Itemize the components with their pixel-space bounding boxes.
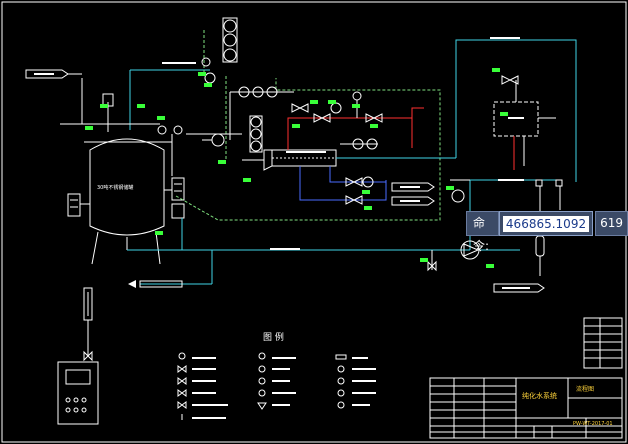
distiller-valve[interactable] <box>501 75 519 85</box>
sample-valve <box>201 57 211 67</box>
instrument-left-1 <box>67 193 90 217</box>
tag-label <box>420 258 428 262</box>
tag-label <box>352 104 360 108</box>
coordinate-y-field[interactable]: 619 <box>595 211 628 236</box>
steam-trap <box>330 102 342 114</box>
cooling-valve-1[interactable] <box>345 177 363 187</box>
tag-label <box>157 116 165 120</box>
tag-label <box>500 112 508 116</box>
inlet-arrow <box>25 69 82 79</box>
signal-loop <box>175 78 441 221</box>
cartridge-filter <box>535 235 545 257</box>
tag-label <box>100 104 108 108</box>
pressure-transmitter <box>204 72 216 84</box>
level-gauge-standalone <box>83 287 93 362</box>
outlet-arrow <box>493 283 545 293</box>
tag-label <box>243 178 251 182</box>
instrument-stack-top <box>222 17 238 63</box>
temperature-gauge-tank <box>173 125 183 135</box>
instrument-right-level <box>164 177 185 219</box>
command-input-overlay[interactable]: 命令: 466865.1092 619 <box>466 211 628 253</box>
tag-label <box>328 100 336 104</box>
tag-label <box>486 264 494 268</box>
tag-label <box>85 126 93 130</box>
tag-label <box>198 72 206 76</box>
tag-label <box>492 68 500 72</box>
legend: 图 例 <box>177 331 376 420</box>
drain-arrow <box>128 250 213 288</box>
steam-valve-2[interactable] <box>365 113 383 123</box>
revision-table <box>583 317 623 369</box>
flow-indicator <box>211 133 225 147</box>
legend-column-3 <box>335 354 376 409</box>
tag-label <box>310 100 318 104</box>
steam-valve-1[interactable] <box>313 113 331 123</box>
instrument-bank-right <box>340 138 378 150</box>
tag-label <box>218 160 226 164</box>
coordinate-x-field[interactable]: 466865.1092 <box>498 211 594 236</box>
cooling-water-return <box>329 166 386 183</box>
legend-column-1 <box>177 352 228 420</box>
cooling-water-line <box>299 166 387 201</box>
tag-label <box>137 104 145 108</box>
tank-label: 30吨不锈钢储罐 <box>97 184 133 191</box>
legend-title: 图 例 <box>263 331 284 343</box>
steam-gauge <box>352 91 362 101</box>
tag-label <box>370 124 378 128</box>
tag-label <box>446 186 454 190</box>
instrument-stack-exchanger <box>249 115 263 153</box>
tag-label <box>362 190 370 194</box>
tag-label <box>292 124 300 128</box>
cooling-out-arrow <box>391 182 435 192</box>
tag-label <box>155 231 163 235</box>
instrument-group-middle <box>229 86 294 140</box>
storage-tank[interactable]: 30吨不锈钢储罐 <box>84 138 172 265</box>
title-block-code: PW-WT-2017-01 <box>573 421 613 427</box>
control-cabinet[interactable] <box>57 361 99 425</box>
steam-valve-3[interactable] <box>291 103 309 113</box>
tag-label <box>364 206 372 210</box>
command-label: 命令: <box>466 211 499 253</box>
coordinate-x-value: 466865.1092 <box>502 215 590 232</box>
title-block-drawing-name: 流程图 <box>576 385 594 393</box>
pressure-gauge-tank <box>157 125 167 135</box>
cooling-valve-2[interactable] <box>345 195 363 205</box>
cooling-pump <box>362 176 374 188</box>
pump-drain-valve[interactable] <box>427 260 437 272</box>
title-block-system-name: 纯化水系统 <box>522 391 557 400</box>
pipe-right-loop <box>455 39 577 182</box>
cooling-in-arrow <box>391 196 435 206</box>
pump-pressure-gauge <box>451 189 465 203</box>
distiller-unit[interactable] <box>493 101 539 137</box>
legend-column-2 <box>257 352 296 410</box>
connector <box>535 179 543 187</box>
tag-label <box>204 83 212 87</box>
title-block: 纯化水系统 流程图 PW-WT-2017-01 <box>429 377 623 439</box>
connector <box>555 179 563 187</box>
